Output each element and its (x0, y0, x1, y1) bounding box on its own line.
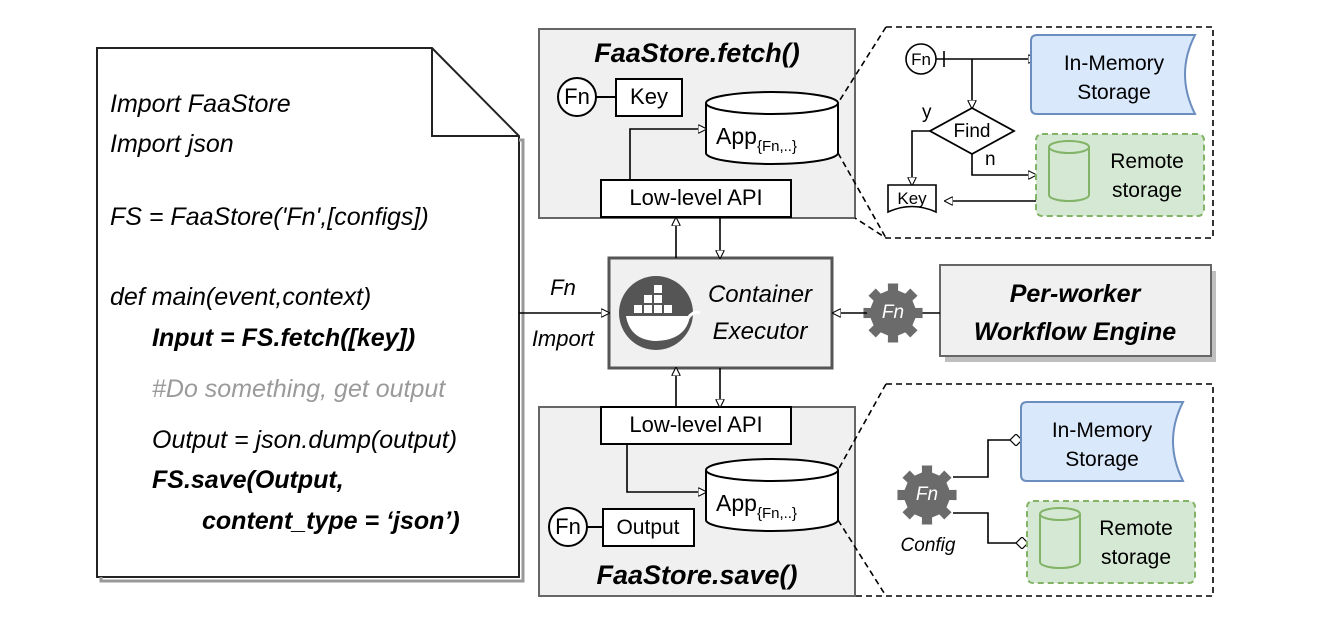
save-detail-panel (837, 383, 1214, 597)
import-arrow-import-label: Import (531, 326, 595, 351)
executor-label-line1: Container (707, 281, 813, 308)
docker-icon (619, 276, 701, 350)
fetch-app-text: App (716, 123, 757, 149)
find-label: Find (953, 121, 991, 142)
save-remote-label-line2: storage (1100, 546, 1172, 569)
save-fn-label: Fn (555, 514, 581, 539)
save-memory-label-line2: Storage (1065, 448, 1139, 471)
save-app-subscript: {Fn,..} (756, 505, 797, 522)
fetch-memory-label-line1: In-Memory (1063, 52, 1165, 75)
code-document (96, 47, 525, 583)
save-app-label: App{Fn,..} (716, 490, 797, 522)
fetch-app-label: App{Fn,..} (716, 123, 797, 155)
fetch-fn-label: Fn (564, 84, 590, 109)
engine-gear-icon (863, 283, 923, 343)
code-line-comment: #Do something, get output (152, 375, 446, 403)
no-label: n (985, 149, 996, 170)
code-line-content-type: content_type = ‘json’) (202, 507, 460, 535)
save-output-label: Output (616, 516, 680, 539)
save-app-cylinder (705, 458, 839, 532)
remote-db-icon-fetch (1048, 140, 1090, 202)
fetch-lowlevel-api-box (600, 179, 792, 218)
fetch-api-label: Low-level API (629, 185, 763, 210)
gear-shape (863, 283, 923, 343)
save-api-label: Low-level API (629, 412, 763, 437)
code-line-fs-save: FS.save(Output, (152, 466, 344, 494)
fetch-detail-panel (837, 26, 1214, 239)
fetch-remote-label-line1: Remote (1110, 150, 1184, 173)
code-line-output-dump: Output = json.dump(output) (152, 426, 458, 454)
fetch-app-cylinder (705, 91, 839, 165)
engine-label-line1: Per-worker (1009, 280, 1141, 308)
fetch-detail-key-shape (887, 184, 937, 214)
fetch-panel-title: FaaStore.fetch() (594, 38, 800, 68)
fetch-memory-label-line2: Storage (1077, 81, 1151, 104)
import-arrow-fn-label: Fn (550, 275, 576, 300)
yes-label: y (922, 102, 932, 123)
gear-shape (897, 465, 957, 525)
save-lowlevel-api-box (600, 406, 792, 445)
fetch-key-box (615, 78, 683, 117)
fetch-remote-label-line2: storage (1111, 179, 1183, 202)
save-panel-title: FaaStore.save() (596, 560, 798, 590)
workflow-engine-box (939, 264, 1212, 357)
executor-label-line2: Executor (712, 318, 808, 345)
save-remote-label-line1: Remote (1099, 517, 1173, 540)
detail-fn-label: Fn (911, 50, 931, 69)
in-memory-storage-fetch (1030, 34, 1197, 115)
code-line-def-main: def main(event,context) (110, 283, 372, 311)
config-label: Config (900, 535, 956, 556)
config-gear-fn-label: Fn (915, 484, 939, 505)
code-line-input-fetch: Input = FS.fetch([key]) (152, 324, 416, 352)
save-memory-label-line1: In-Memory (1051, 419, 1153, 442)
fetch-detail-key-label: Key (897, 189, 927, 208)
code-line-import-faastore: Import FaaStore (110, 90, 291, 118)
save-output-box (602, 508, 695, 547)
save-app-text: App (716, 490, 757, 516)
code-line-fs-init: FS = FaaStore('Fn',[configs]) (110, 203, 429, 231)
fetch-key-label: Key (630, 84, 668, 109)
in-memory-storage-save (1020, 401, 1185, 482)
code-line-import-json: Import json (110, 130, 234, 158)
remote-db-icon-save (1039, 507, 1081, 569)
config-gear-icon (897, 465, 957, 525)
engine-label-line2: Workflow Engine (973, 318, 1177, 346)
engine-gear-fn-label: Fn (881, 302, 905, 323)
fetch-app-subscript: {Fn,..} (756, 138, 797, 155)
